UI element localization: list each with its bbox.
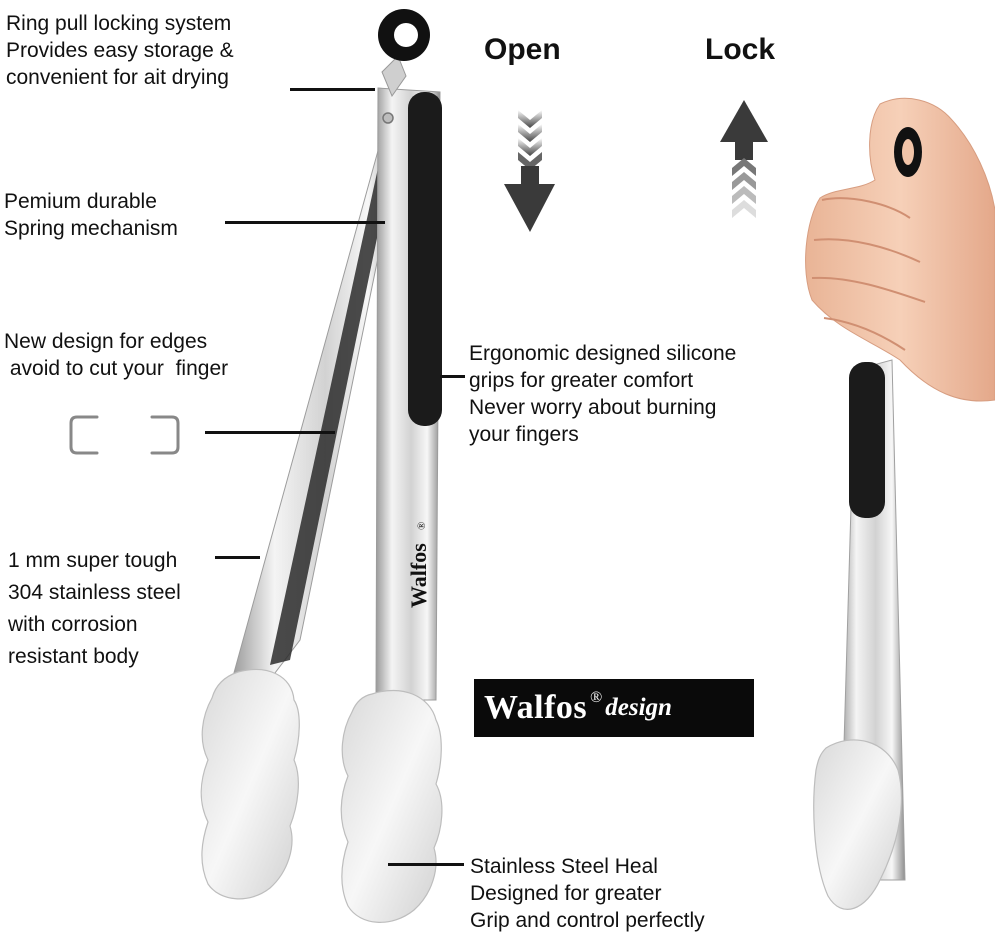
- callout-heal-line-3: Grip and control perfectly: [470, 909, 705, 932]
- brand-logo: Walfos ® design: [474, 679, 754, 737]
- tong-engraving: Walfos ®: [406, 522, 431, 608]
- callout-grips: Ergonomic designed silicone grips for gr…: [469, 340, 736, 448]
- engraving-text: Walfos: [406, 543, 431, 608]
- callout-steel-line-2: 304 stainless steel: [8, 581, 181, 604]
- callout-ring-pull: Ring pull locking system Provides easy s…: [6, 10, 234, 91]
- tong-right-arm: [375, 87, 442, 701]
- open-arrow-icon: [504, 110, 555, 232]
- callout-spring-line-2: Spring mechanism: [4, 217, 178, 240]
- callout-steel-line-1: 1 mm super tough: [8, 549, 178, 572]
- callout-grips-line-2: grips for greater comfort: [469, 369, 694, 392]
- lock-arrow-icon: [720, 100, 768, 218]
- leader-line-edges: [205, 431, 335, 434]
- callout-ring-line-3: convenient for ait drying: [6, 66, 229, 89]
- leader-line-ring: [290, 88, 375, 91]
- callout-edges: New design for edges avoid to cut your f…: [4, 328, 228, 382]
- brand-name: Walfos: [484, 689, 588, 726]
- callout-heal-line-2: Designed for greater: [470, 882, 662, 905]
- callout-steel-line-4: resistant body: [8, 645, 139, 668]
- edge-profile-icon: [69, 415, 180, 455]
- callout-edges-line-1: New design for edges: [4, 330, 208, 353]
- callout-spring: Pemium durable Spring mechanism: [4, 188, 178, 242]
- callout-steel: 1 mm super tough 304 stainless steel wit…: [8, 545, 181, 673]
- leader-line-steel: [215, 556, 260, 559]
- leader-line-grips: [440, 375, 465, 378]
- callout-grips-line-3: Never worry about burning: [469, 396, 717, 419]
- ring-pull: [378, 9, 430, 98]
- callout-ring-line-2: Provides easy storage &: [6, 39, 234, 62]
- callout-heal: Stainless Steel Heal Designed for greate…: [470, 853, 705, 934]
- tong-right-head: [340, 689, 443, 923]
- callout-steel-line-3: with corrosion: [8, 613, 138, 636]
- engraving-reg: ®: [416, 522, 428, 530]
- brand-registered-mark: ®: [590, 689, 603, 706]
- callout-spring-line-1: Pemium durable: [4, 190, 157, 213]
- tong-left-head: [200, 668, 300, 900]
- lock-heading: Lock: [705, 33, 776, 66]
- leader-line-spring: [225, 221, 385, 224]
- callout-grips-line-1: Ergonomic designed silicone: [469, 342, 737, 365]
- callout-heal-line-1: Stainless Steel Heal: [470, 855, 658, 878]
- callout-grips-line-4: your fingers: [469, 423, 579, 446]
- brand-design: design: [605, 694, 672, 721]
- callout-edges-line-2: avoid to cut your finger: [4, 357, 229, 380]
- hand-holding-tong: [805, 97, 995, 910]
- leader-line-heal: [388, 863, 464, 866]
- open-heading: Open: [484, 33, 561, 66]
- callout-ring-line-1: Ring pull locking system: [6, 12, 232, 35]
